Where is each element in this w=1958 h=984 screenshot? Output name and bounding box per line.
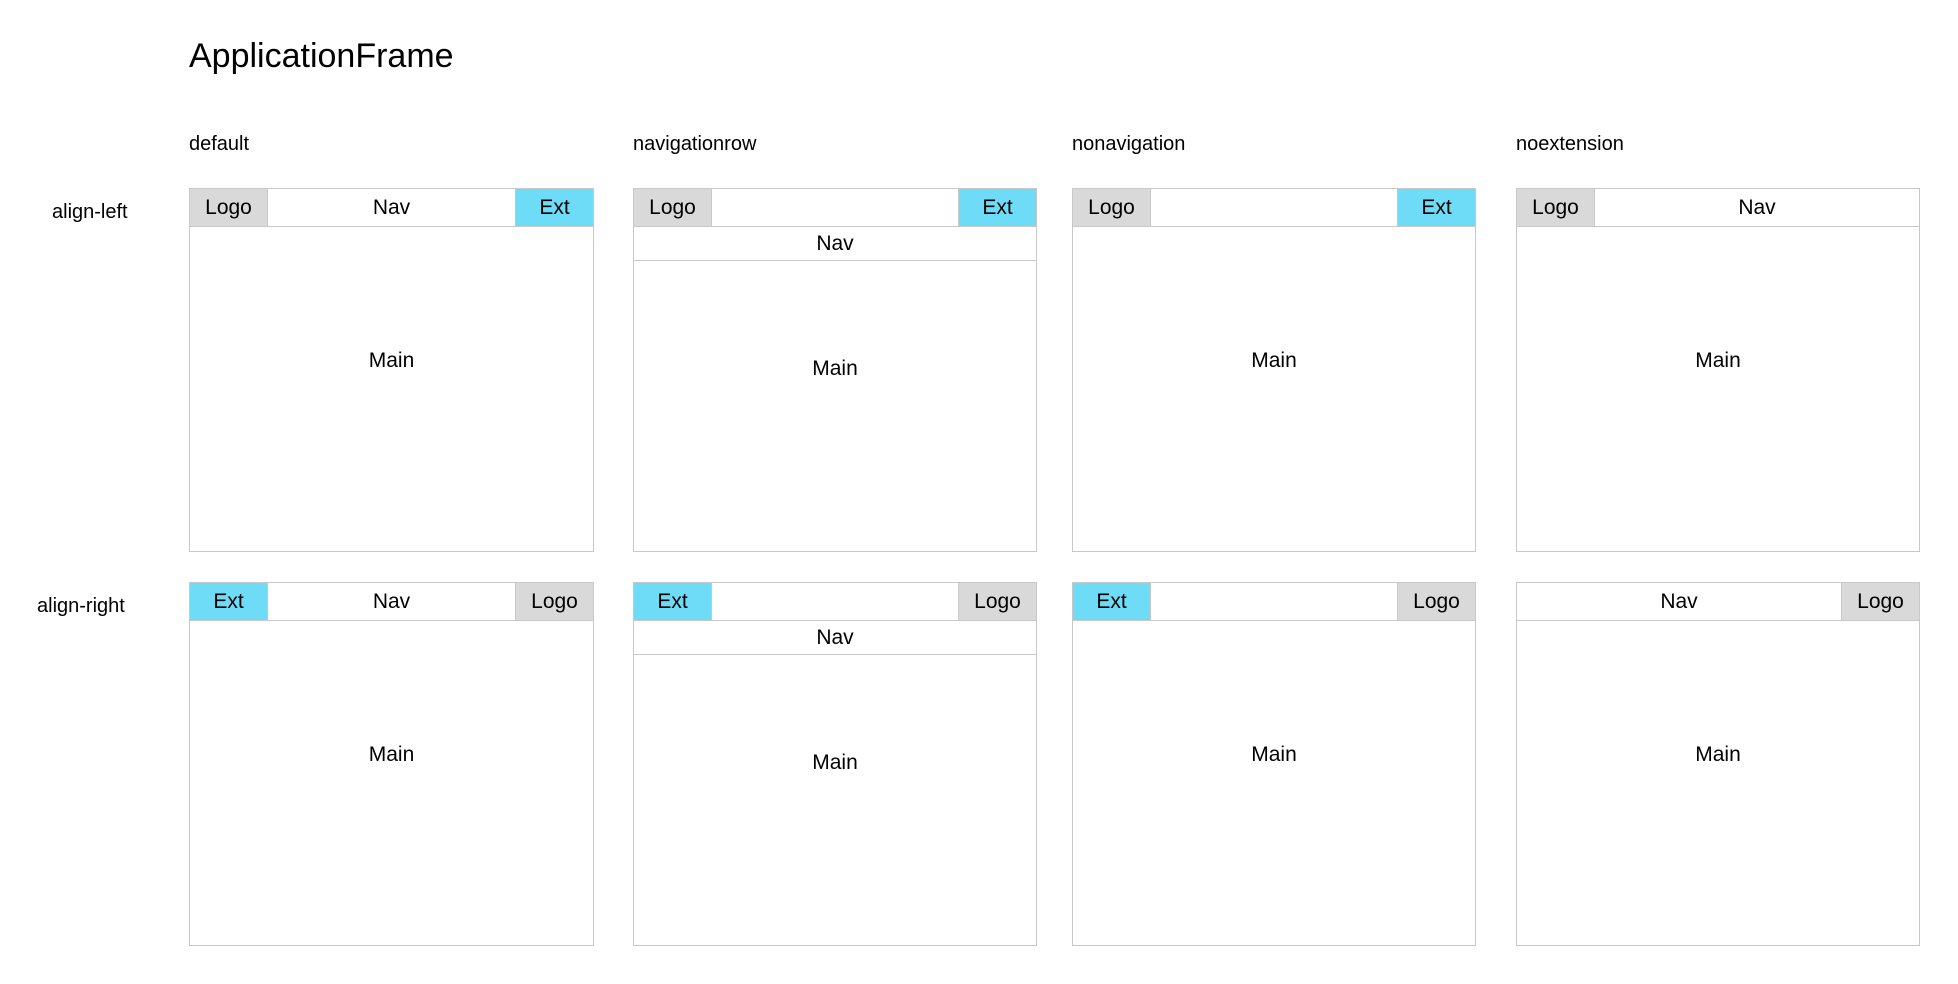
frame-main-content: Main (634, 655, 1036, 945)
column-header-navigationrow: navigationrow (633, 133, 757, 155)
frame-main-content: Main (190, 621, 593, 945)
frame-header-spacer (1151, 189, 1397, 226)
frame-header-spacer (712, 583, 958, 620)
frame-navigation-slot[interactable]: Nav (268, 189, 515, 226)
frame-navigation-row[interactable]: Nav (634, 621, 1036, 655)
row-label-align-left: align-left (52, 201, 128, 223)
frame-navigation-slot[interactable]: Nav (268, 583, 515, 620)
frame-navigation-slot[interactable]: Nav (1517, 583, 1841, 620)
frame-main-content: Main (634, 261, 1036, 551)
frame-extension-slot[interactable]: Ext (515, 189, 593, 226)
frame-logo-slot[interactable]: Logo (1841, 583, 1919, 620)
frame-header-spacer (712, 189, 958, 226)
frame-extension-slot[interactable]: Ext (1073, 583, 1151, 620)
frame-header: Logo Ext (634, 189, 1036, 227)
column-header-default: default (189, 133, 250, 155)
page-title: ApplicationFrame (189, 37, 454, 75)
column-header-noextension: noextension (1516, 133, 1624, 155)
frame-logo-slot[interactable]: Logo (190, 189, 268, 226)
frame-extension-slot[interactable]: Ext (634, 583, 712, 620)
frame-navigation-row[interactable]: Nav (634, 227, 1036, 261)
frame-header: Ext Logo (1073, 583, 1475, 621)
frame-extension-slot[interactable]: Ext (958, 189, 1036, 226)
frame-main-content: Main (1517, 621, 1919, 945)
frame-header: Logo Ext (1073, 189, 1475, 227)
row-label-align-right: align-right (37, 595, 125, 617)
frame-navigation-slot[interactable]: Nav (1595, 189, 1919, 226)
frame-logo-slot[interactable]: Logo (515, 583, 593, 620)
frame-header: Ext Logo (634, 583, 1036, 621)
frame-main-content: Main (190, 227, 593, 551)
frame-extension-slot[interactable]: Ext (1397, 189, 1475, 226)
frame-extension-slot[interactable]: Ext (190, 583, 268, 620)
frame-logo-slot[interactable]: Logo (1517, 189, 1595, 226)
frame-logo-slot[interactable]: Logo (634, 189, 712, 226)
frame-main-content: Main (1073, 227, 1475, 551)
frame-main-content: Main (1517, 227, 1919, 551)
frame-logo-slot[interactable]: Logo (1397, 583, 1475, 620)
frame-header-spacer (1151, 583, 1397, 620)
frame-logo-slot[interactable]: Logo (958, 583, 1036, 620)
frame-main-content: Main (1073, 621, 1475, 945)
frame-logo-slot[interactable]: Logo (1073, 189, 1151, 226)
column-header-nonavigation: nonavigation (1072, 133, 1186, 155)
